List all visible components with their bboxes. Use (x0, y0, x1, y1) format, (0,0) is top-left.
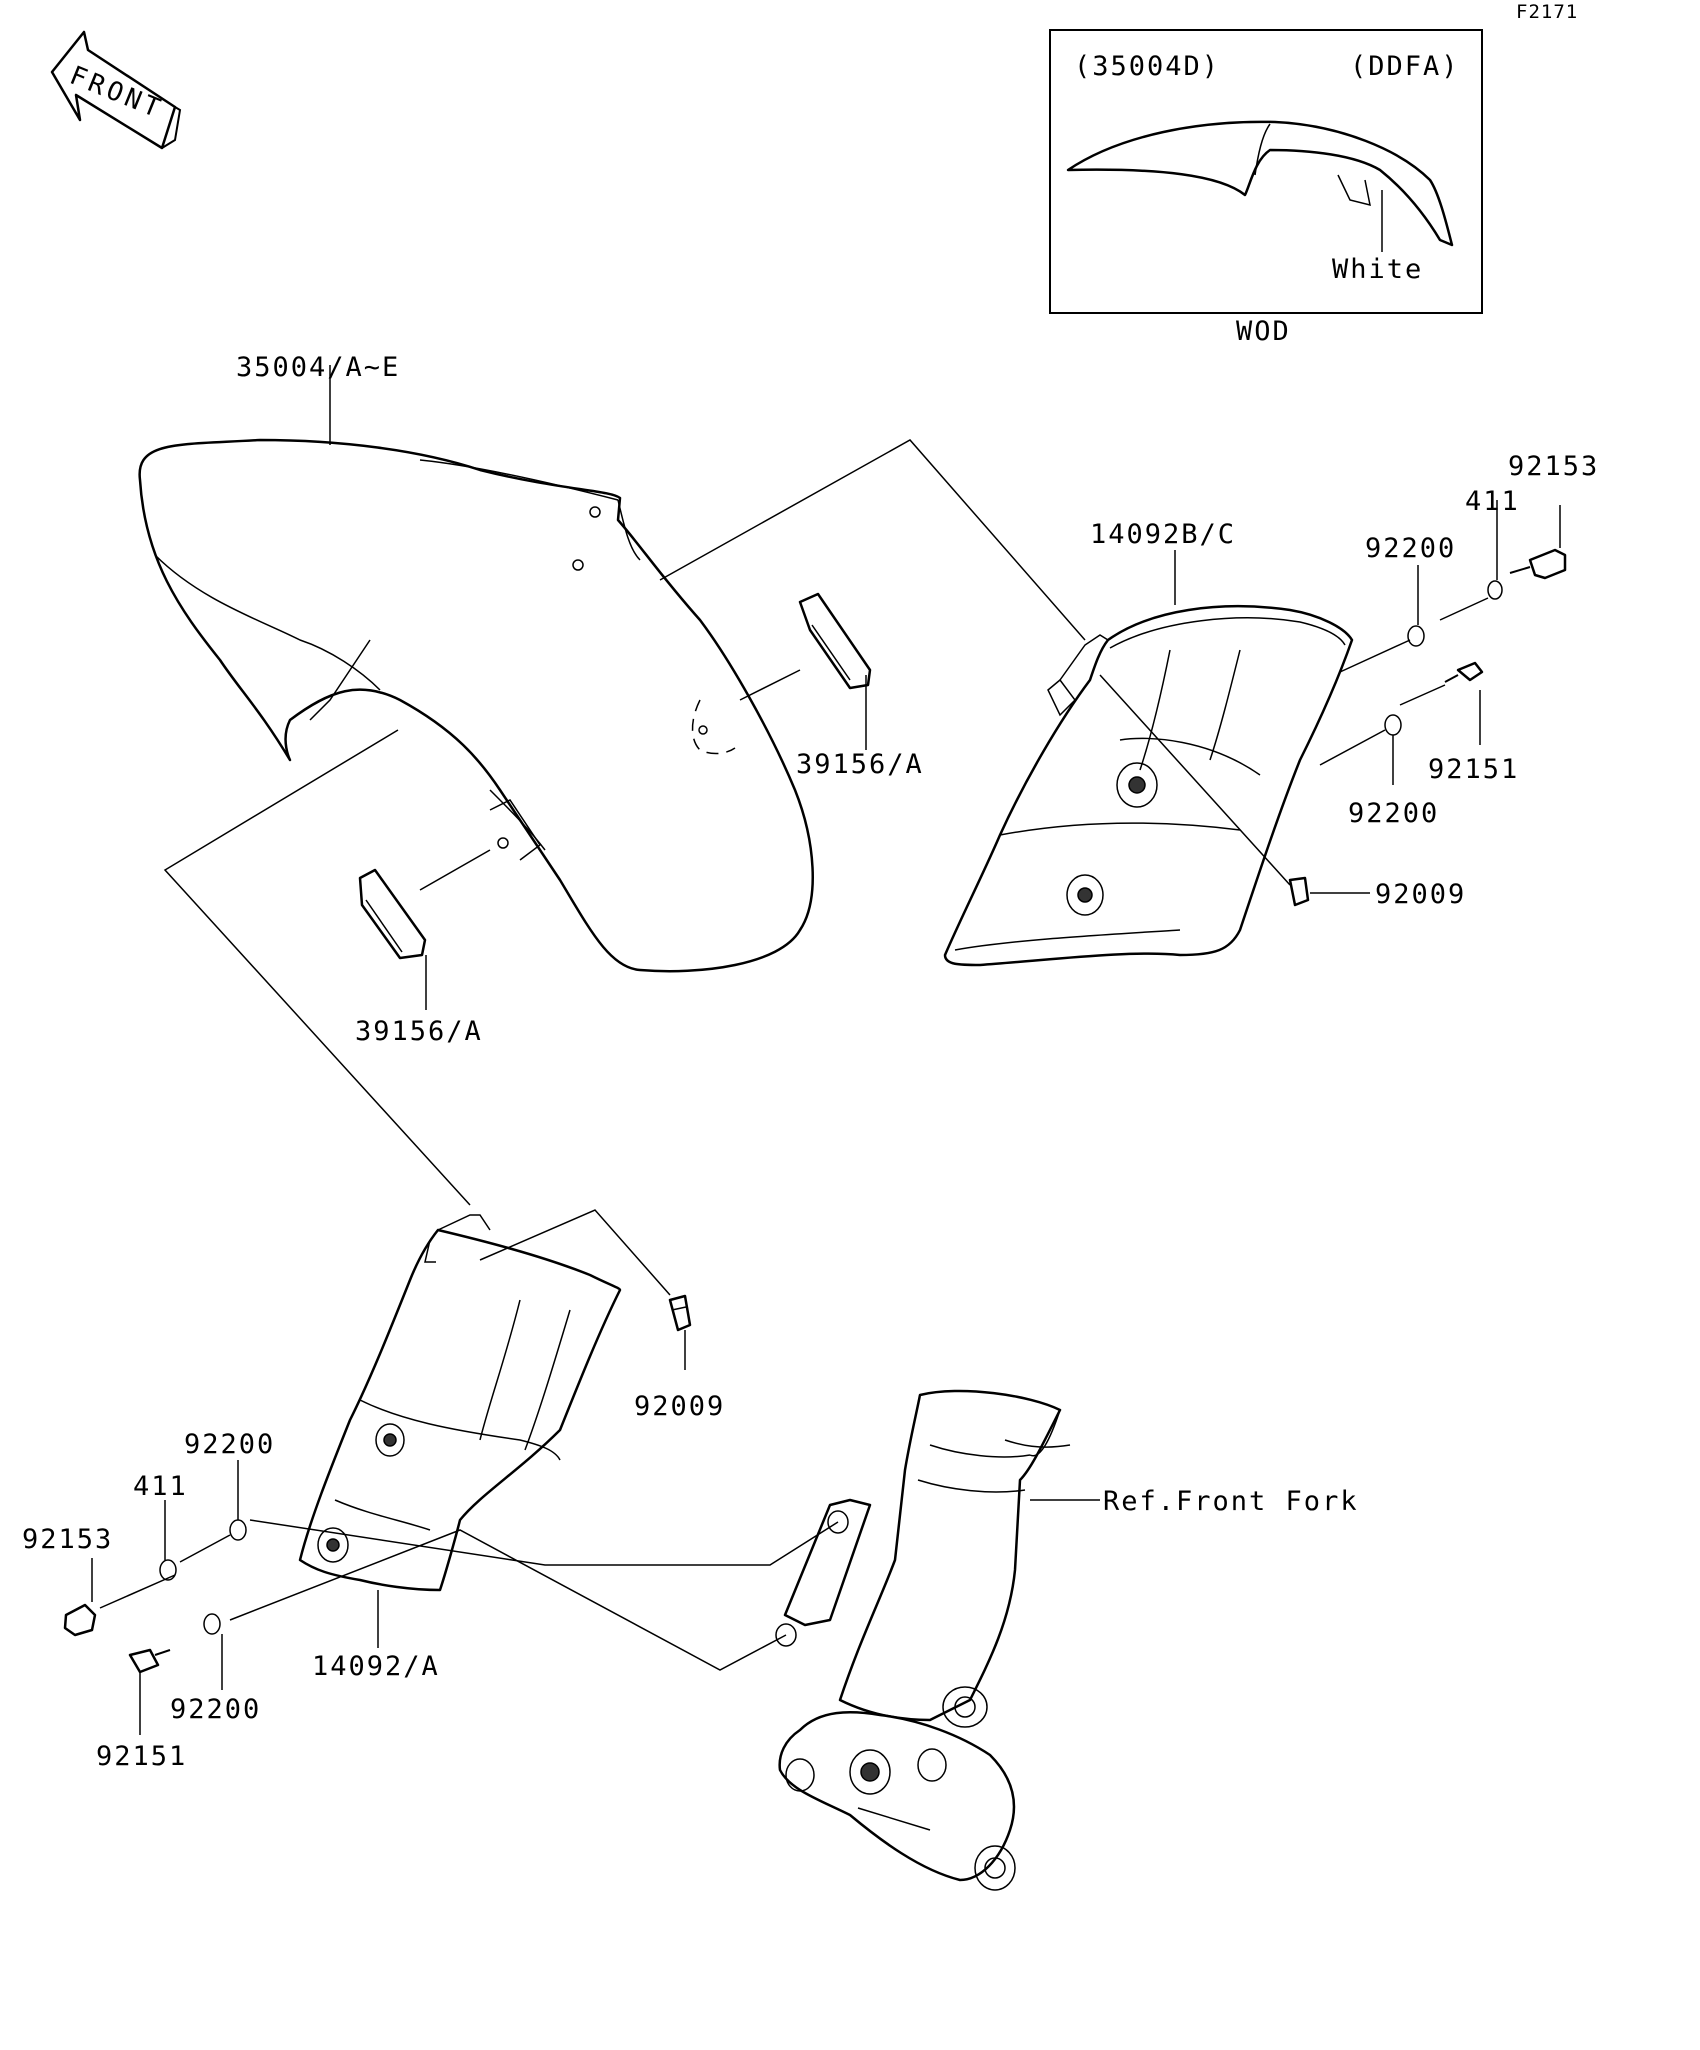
inset-color-note: White (1332, 254, 1423, 285)
screw-92009-right (1288, 876, 1310, 907)
label-bolt-92153-left: 92153 (22, 1524, 113, 1555)
bolt-92153-right (1509, 548, 1567, 580)
label-washer-left-lower: 92200 (170, 1694, 261, 1725)
inset-right-code: (DDFA) (1350, 51, 1460, 82)
screw-92009-left (668, 1294, 692, 1332)
front-fork (775, 1389, 1071, 1891)
label-cover-left: 14092/A (312, 1651, 440, 1682)
label-nut-411-left: 411 (133, 1471, 188, 1502)
label-bolt-92151-left: 92151 (96, 1741, 187, 1772)
front-arrow-icon: FRONT (50, 30, 182, 150)
label-pad-lower: 39156/A (355, 1016, 483, 1047)
washer-92200-left-upper (229, 1519, 247, 1541)
label-washer-right-lower: 92200 (1348, 798, 1439, 829)
inset-caption: WOD (1236, 316, 1291, 347)
bolt-92153-left (63, 1603, 97, 1637)
label-cover-right: 14092B/C (1090, 519, 1236, 550)
cover-left (298, 1214, 622, 1592)
pad-upper (798, 592, 872, 690)
label-nut-411-right: 411 (1465, 486, 1520, 517)
nut-411-right (1487, 580, 1503, 600)
pad-lower (358, 868, 427, 960)
label-ref-front-fork: Ref.Front Fork (1103, 1486, 1359, 1517)
leader-lines (91, 365, 1561, 1735)
washer-92200-right-lower (1384, 714, 1402, 736)
inset-fender (1066, 120, 1454, 252)
label-bolt-92151-right: 92151 (1428, 754, 1519, 785)
inset-box: (35004D) (DDFA) White WOD (1049, 29, 1483, 347)
nut-411-left (159, 1559, 177, 1581)
washer-92200-left-lower (203, 1613, 221, 1635)
bolt-92151-left (128, 1648, 171, 1674)
label-pad-upper: 39156/A (796, 749, 924, 780)
front-fender (138, 438, 814, 973)
washer-92200-right-upper (1407, 625, 1425, 647)
cover-right (943, 605, 1354, 967)
label-bolt-92153-right: 92153 (1508, 451, 1599, 482)
label-washer-left-upper: 92200 (184, 1429, 275, 1460)
label-screw-92009-right: 92009 (1375, 879, 1466, 910)
inset-left-code: (35004D) (1074, 51, 1220, 82)
bolt-92151-right (1444, 661, 1484, 683)
diagram-code: F2171 (1516, 1, 1578, 23)
label-washer-right-upper: 92200 (1365, 533, 1456, 564)
label-fender: 35004/A~E (236, 352, 400, 383)
label-screw-92009-left: 92009 (634, 1391, 725, 1422)
